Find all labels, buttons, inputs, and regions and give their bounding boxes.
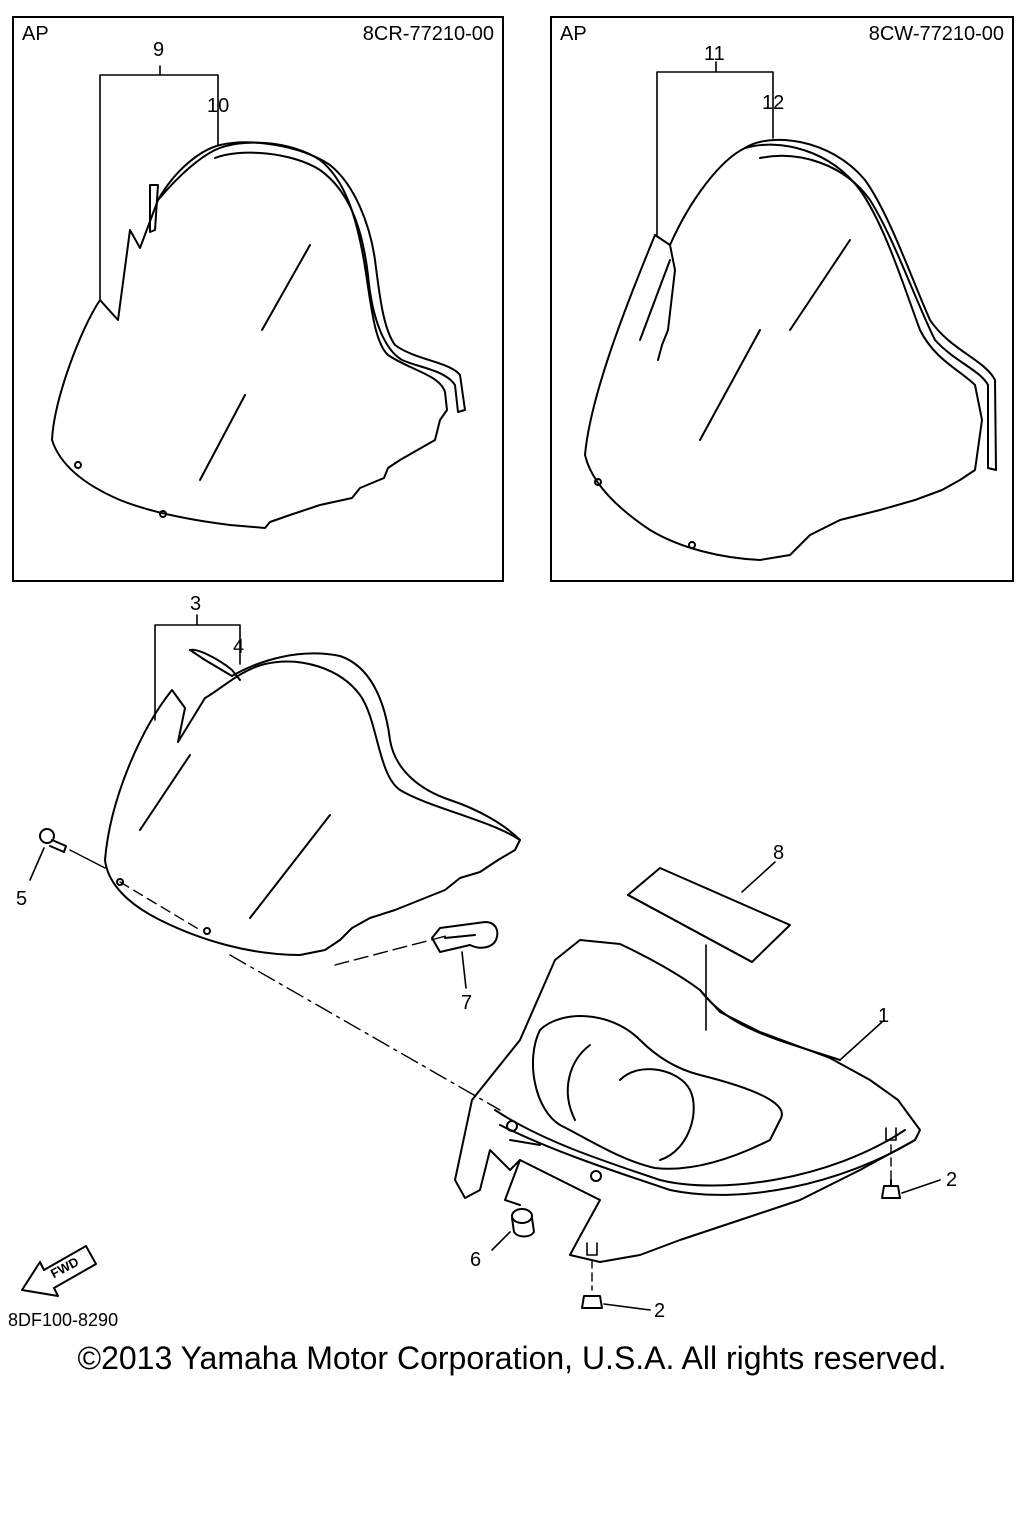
bolt-2-right-drawing — [881, 1127, 941, 1199]
callout-10: 10 — [207, 95, 230, 117]
callout-3: 3 — [190, 593, 202, 615]
inset-tag: AP — [22, 23, 49, 45]
inset-part-number: 8CR-77210-00 — [362, 23, 494, 45]
grommet-6-drawing — [491, 1208, 535, 1251]
callout-12: 12 — [762, 92, 785, 114]
copyright-notice: ©2013 Yamaha Motor Corporation, U.S.A. A… — [77, 1340, 947, 1376]
inset-box-8cw: AP 8CW-77210-00 — [550, 16, 1014, 582]
inset-part-number: 8CW-77210-00 — [868, 23, 1004, 45]
screw-5-drawing — [29, 828, 201, 931]
windshield-main-drawing — [104, 614, 521, 956]
bolt-2-bottom-drawing — [581, 1242, 651, 1311]
callout-5: 5 — [16, 888, 28, 910]
bracket-7-drawing — [334, 921, 499, 989]
cowl-1-drawing — [454, 939, 921, 1263]
windshield-8cr-drawing — [51, 65, 466, 529]
inset-tag: AP — [560, 23, 587, 45]
fwd-arrow-icon — [21, 1245, 97, 1297]
callout-7: 7 — [461, 992, 473, 1014]
callout-11: 11 — [704, 43, 725, 65]
callout-8: 8 — [773, 842, 785, 864]
pad-8-drawing — [627, 861, 791, 1031]
callout-4: 4 — [233, 636, 245, 658]
figure-code: 8DF100-8290 — [8, 1310, 119, 1330]
callout-6: 6 — [470, 1249, 482, 1271]
callout-1: 1 — [878, 1005, 890, 1027]
callout-2-right: 2 — [946, 1169, 958, 1191]
callout-9: 9 — [153, 39, 165, 61]
callout-2-bottom: 2 — [654, 1300, 666, 1322]
windshield-8cw-drawing — [584, 61, 997, 561]
